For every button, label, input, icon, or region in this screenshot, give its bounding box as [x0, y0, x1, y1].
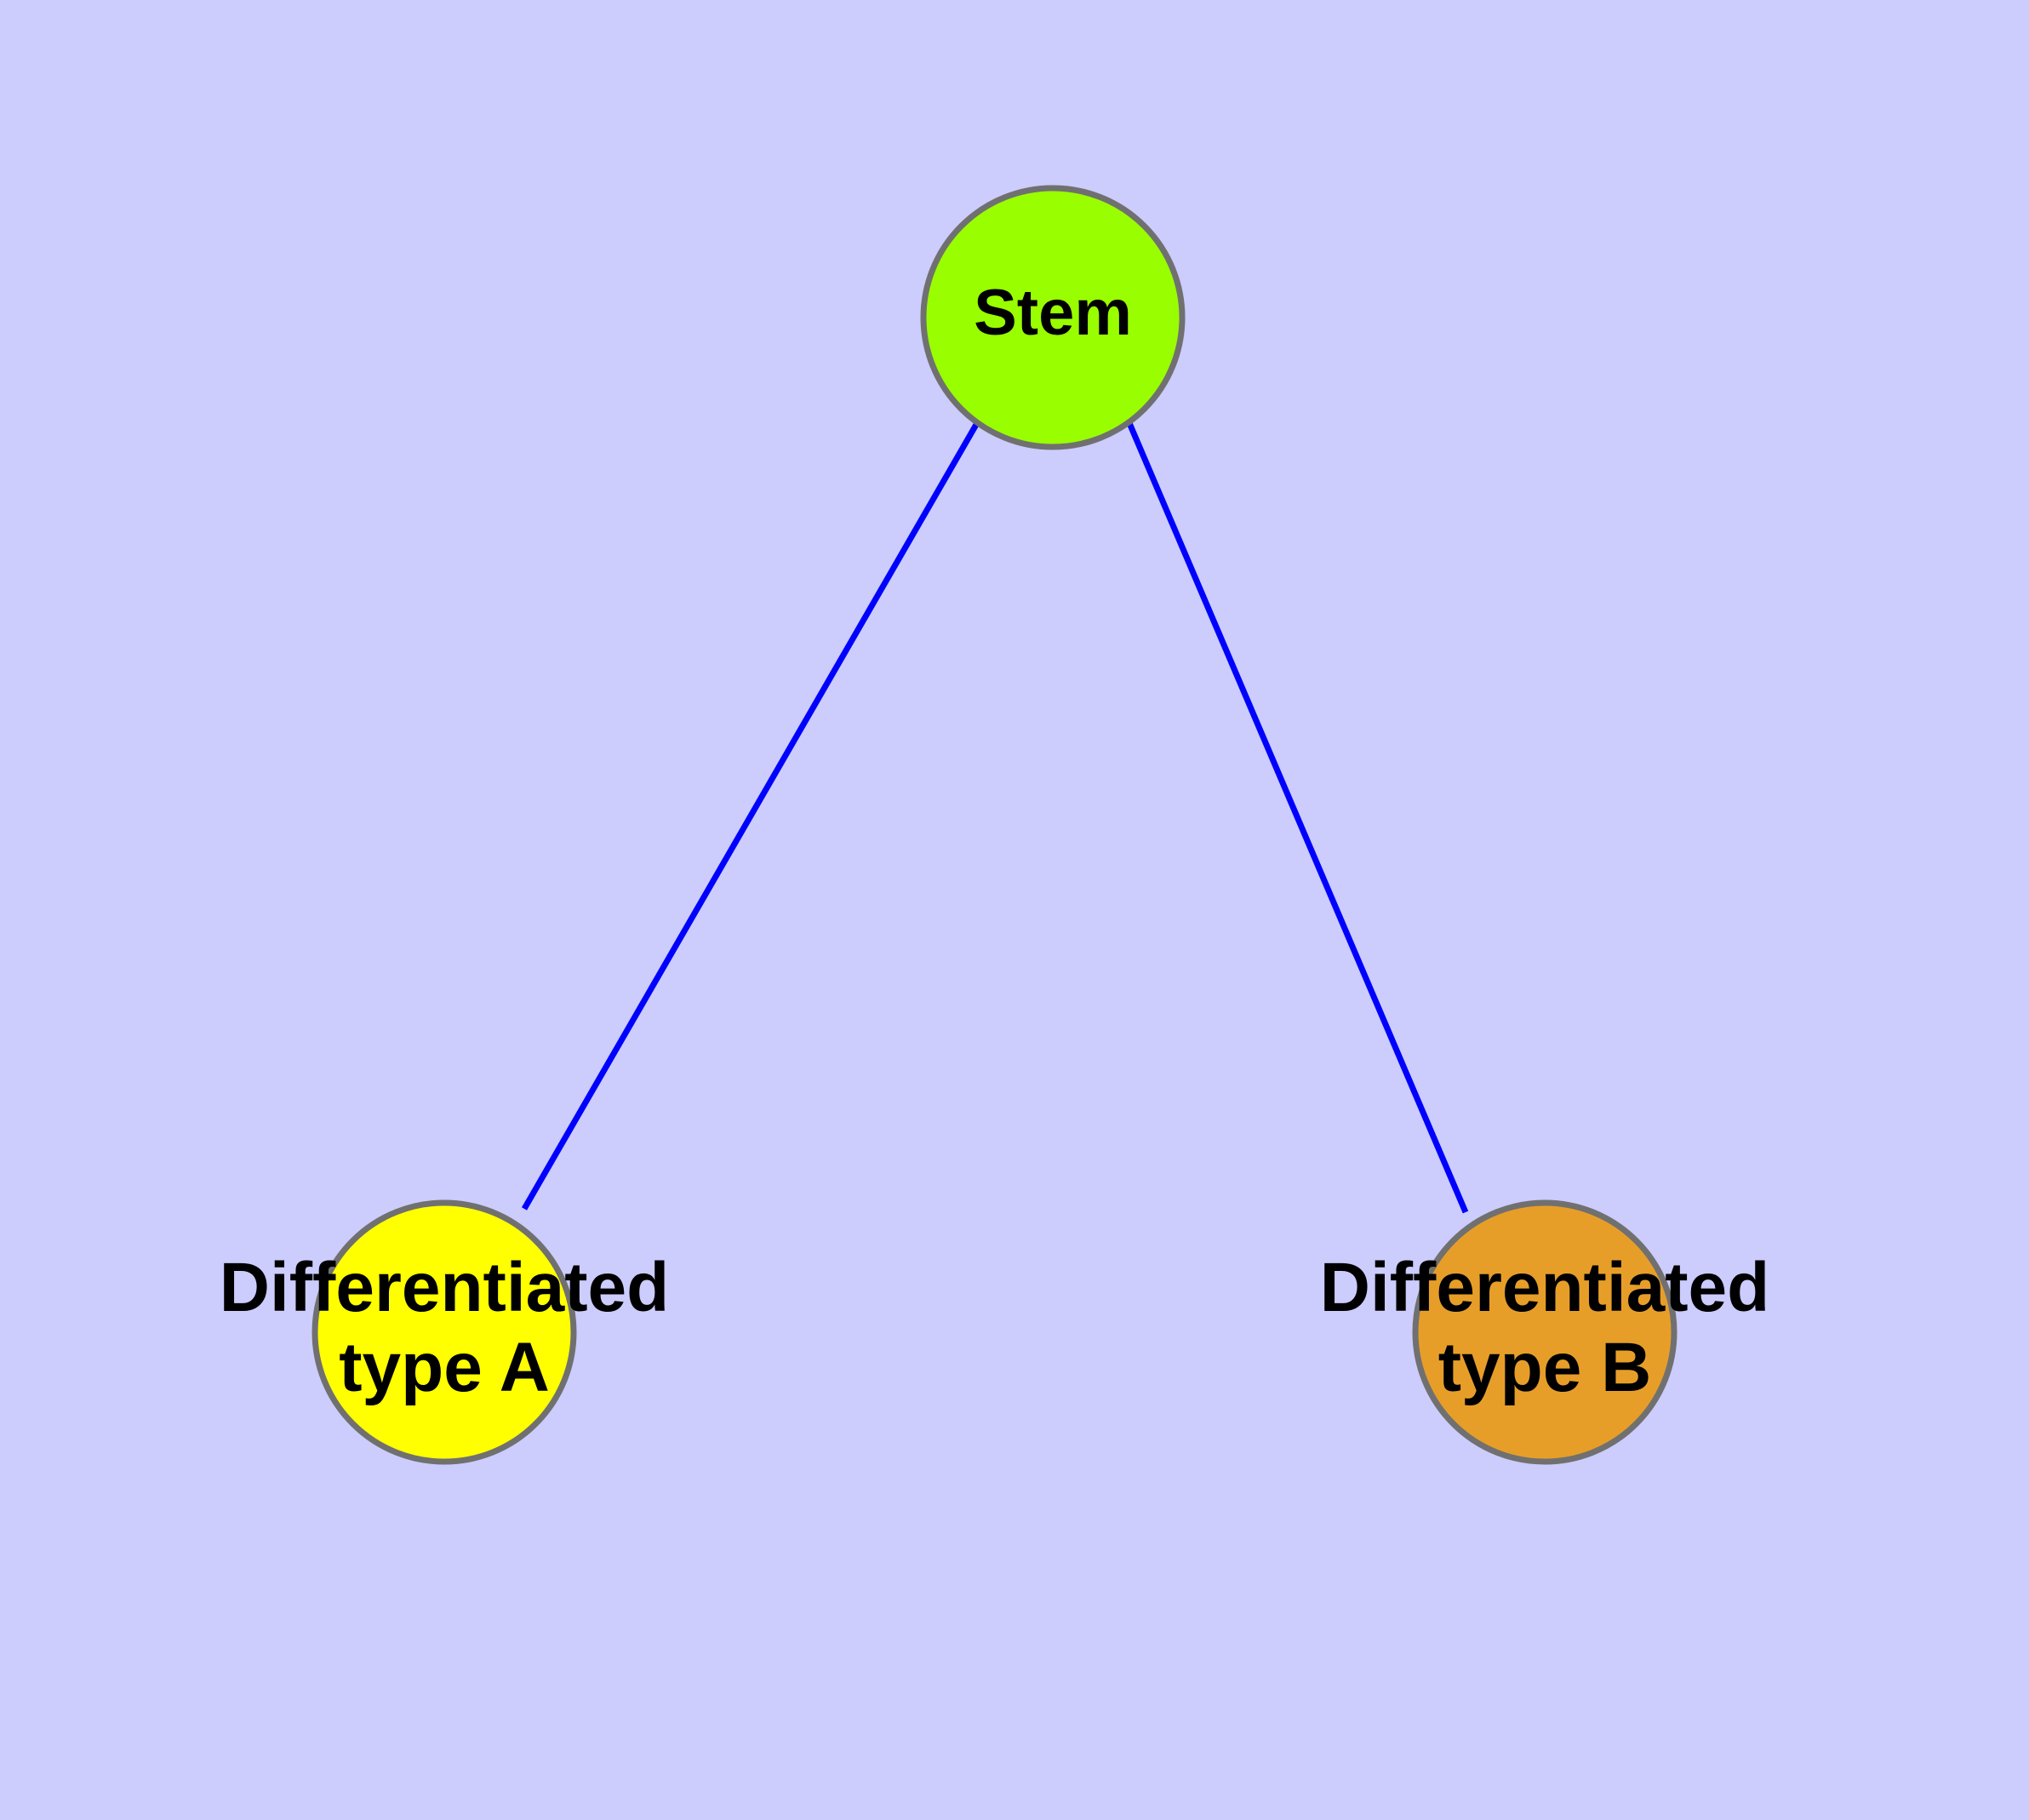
edge-stem-to-differentiated-a[interactable]: [521, 421, 980, 1210]
node-differentiated-type-a-circle[interactable]: [311, 1199, 577, 1465]
edge-stem-to-differentiated-b[interactable]: [1126, 421, 1469, 1214]
node-stem[interactable]: Stem: [920, 185, 1186, 450]
edge-layer: [521, 421, 1469, 1214]
node-stem-label: Stem: [974, 277, 1132, 349]
node-differentiated-type-b-circle[interactable]: [1412, 1199, 1677, 1465]
node-stem-circle[interactable]: [920, 185, 1186, 450]
